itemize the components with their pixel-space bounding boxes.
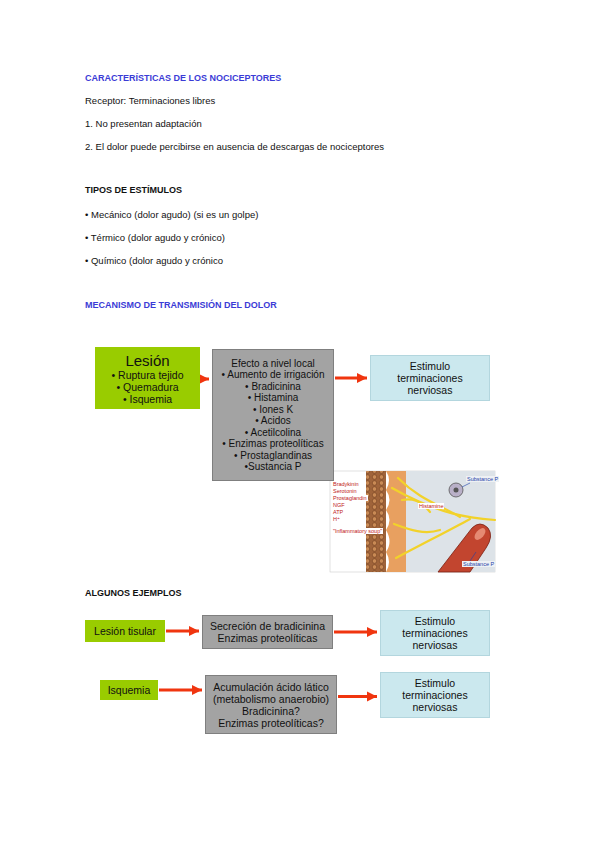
box-text: Enzimas proteolíticas? <box>218 717 324 729</box>
text-line: • Térmico (dolor agudo y crónico) <box>85 232 225 244</box>
box-text: • Bradicinina <box>245 381 301 393</box>
box-text: • Acetilcolina <box>245 427 301 439</box>
box-text: Estimulo terminaciones nerviosas <box>394 615 476 651</box>
illustration-label: "Inflammatory soup" <box>332 528 383 534</box>
text-line: • Mecánico (dolor agudo) (si es un golpe… <box>85 209 258 221</box>
box-text: • Iones K <box>253 404 293 416</box>
text-line: ALGUNOS EJEMPLOS <box>85 587 182 599</box>
illustration-label: H⁺ <box>332 516 341 522</box>
red-arrow <box>159 689 202 692</box>
illustration-label: Serotonin <box>332 488 358 494</box>
effect-box: Secreción de bradicininaEnzimas proteolí… <box>202 615 333 649</box>
box-text: • Histamina <box>248 392 299 404</box>
illustration <box>330 471 495 572</box>
box-text: Acumulación ácido lático <box>213 681 329 693</box>
box-text: Isquemia <box>108 684 151 696</box>
illustration-label: NGF <box>332 502 346 508</box>
red-arrow <box>335 377 367 380</box>
illustration-label: Substance P <box>466 476 499 482</box>
illustration-label: Histamine <box>418 503 444 509</box>
cause-box: Lesión tisular <box>85 620 165 642</box>
box-text: • Ruptura tejido <box>112 369 184 381</box>
box-text: • Prostaglandinas <box>234 450 312 462</box>
effect-box: Acumulación ácido lático(metabolismo ana… <box>205 675 337 734</box>
box-text: Enzimas proteolíticas <box>218 632 318 644</box>
red-arrow <box>166 630 199 633</box>
effect-box: Efecto a nivel local• Aumento de irrigac… <box>212 349 334 481</box>
text-line: CARACTERÍSTICAS DE LOS NOCICEPTORES <box>85 72 281 84</box>
illustration-label: Prostaglandin <box>332 495 368 501</box>
box-text: Efecto a nivel local <box>231 358 314 370</box>
box-text: Estimulo terminaciones nerviosas <box>394 677 476 713</box>
text-line: 1. No presentan adaptación <box>85 118 202 130</box>
text-line: 2. El dolor puede percibirse en ausencia… <box>85 141 384 153</box>
red-arrow <box>338 695 377 698</box>
illustration-label: ATP <box>332 509 344 515</box>
box-text: Bradicinina? <box>242 705 300 717</box>
box-text: • Aumento de irrigación <box>221 369 324 381</box>
box-text: Lesión tisular <box>94 625 156 637</box>
text-line: MECANISMO DE TRANSMISIÓN DEL DOLOR <box>85 299 277 311</box>
box-text: • Isquemia <box>123 393 172 405</box>
red-arrow <box>334 631 377 634</box>
text-line: Receptor: Terminaciones libres <box>85 95 215 107</box>
box-text: Lesión <box>125 352 169 369</box>
cause-box: Lesión• Ruptura tejido• Quemadura• Isque… <box>95 347 200 409</box>
result-box: Estimulo terminaciones nerviosas <box>370 355 490 401</box>
cause-box: Isquemia <box>100 680 158 700</box>
result-box: Estimulo terminaciones nerviosas <box>380 610 490 656</box>
box-text: • Quemadura <box>116 381 178 393</box>
illustration-label: Substance P <box>462 561 495 567</box>
illustration-label: Bradykinin <box>332 481 360 487</box>
result-box: Estimulo terminaciones nerviosas <box>380 672 490 718</box>
box-text: •Sustancia P <box>245 461 302 473</box>
box-text: • Acidos <box>255 415 291 427</box>
box-text: Secreción de bradicinina <box>210 620 325 632</box>
text-line: TIPOS DE ESTÍMULOS <box>85 184 182 196</box>
text-line: • Químico (dolor agudo y crónico <box>85 255 223 267</box>
box-text: • Enzimas proteolíticas <box>222 438 323 450</box>
red-arrow <box>201 378 209 381</box>
box-text: Estimulo terminaciones nerviosas <box>389 360 471 396</box>
box-text: (metabolismo anaerobio) <box>213 693 329 705</box>
